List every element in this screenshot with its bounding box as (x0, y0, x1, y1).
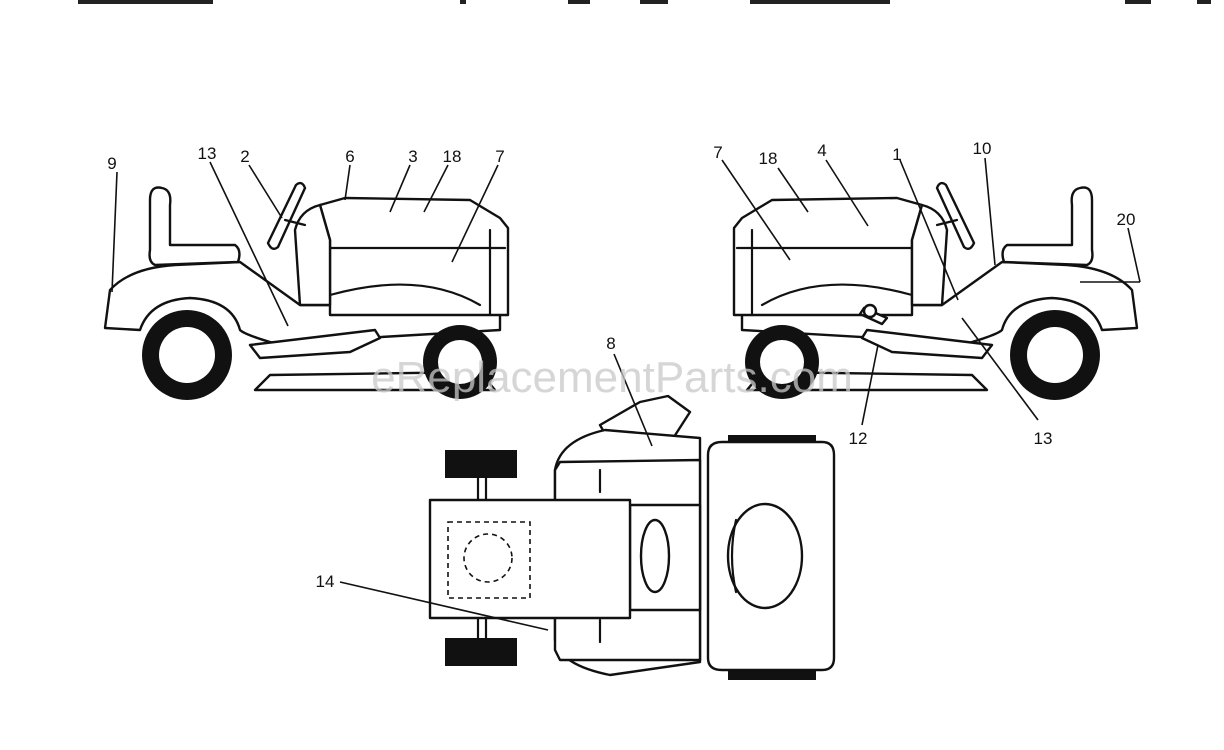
steering-wheel (935, 181, 976, 250)
chassis (103, 260, 502, 347)
right-view-leaders (721, 157, 1141, 426)
callout-label: 2 (240, 147, 249, 166)
seat (1001, 186, 1094, 267)
callout-label: 3 (408, 147, 417, 166)
chassis (740, 260, 1139, 347)
right-view-callouts: 7 18 4 1 10 20 12 13 (713, 139, 1135, 448)
callout-label: 6 (345, 147, 354, 166)
cropped-header-marks (78, 0, 1211, 4)
hood (318, 196, 510, 317)
tractor-right-side-view (732, 181, 1139, 400)
watermark-text: eReplacementParts.com (371, 353, 853, 402)
callout-label: 18 (759, 149, 778, 168)
callout-label: 4 (817, 141, 826, 160)
steering-wheel-top (639, 518, 671, 594)
callout-label: 12 (849, 429, 868, 448)
steering-wheel (266, 181, 307, 250)
hood-grille (726, 502, 804, 610)
dash-console (910, 203, 949, 307)
tractor-top-view: 8 14 (316, 334, 836, 680)
callout-label: 7 (495, 147, 504, 166)
dash-console (293, 203, 332, 307)
left-view-callouts: 9 13 2 6 3 18 7 (107, 144, 504, 173)
callout-label: 8 (606, 334, 615, 353)
footrest (248, 328, 382, 360)
callout-label: 10 (973, 139, 992, 158)
seat (148, 186, 241, 267)
callout-label: 20 (1117, 210, 1136, 229)
top-rear-tire (445, 638, 517, 666)
callout-label: 18 (443, 147, 462, 166)
callout-label: 13 (1034, 429, 1053, 448)
callout-label: 9 (107, 154, 116, 173)
callout-label: 1 (892, 145, 901, 164)
callout-label: 7 (713, 143, 722, 162)
top-rear-tire (445, 450, 517, 478)
tractor-left-side-view: 9 13 2 6 3 18 7 (103, 144, 510, 400)
footrest (860, 328, 994, 360)
callout-label: 13 (198, 144, 217, 163)
hood (732, 196, 924, 317)
left-view-leaders (111, 161, 499, 327)
callout-label: 14 (316, 572, 335, 591)
